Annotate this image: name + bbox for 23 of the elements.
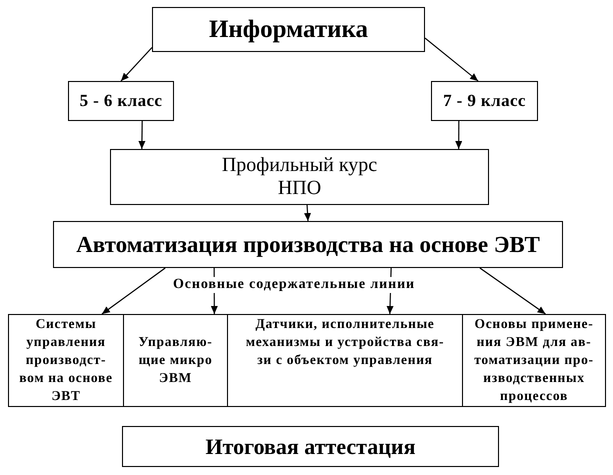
subject-title: Информатика [208, 16, 368, 44]
content-line-text: Датчики, исполнительные механизмы и устройства свя- зи с объектом управления [244, 315, 446, 369]
subject-box [152, 7, 425, 52]
topic-title: Автоматизация производства на основе ЭВТ [76, 232, 540, 258]
arrow [102, 268, 166, 314]
arrow [424, 38, 478, 82]
grade-label: 5 - 6 класс [80, 91, 162, 111]
course-label: Профильный курс НПО [220, 154, 378, 200]
arrow [304, 204, 312, 222]
arrow [120, 47, 152, 82]
grade-box [68, 81, 174, 121]
topic-box [53, 221, 563, 268]
content-line-text: Системы управления производст- вом на основе ЭВТ [18, 315, 114, 405]
arrow [455, 121, 462, 149]
assessment-box [122, 426, 499, 467]
content-line-text: Основы примене- ния ЭВМ для ав- томатизации про- изводственных процессов [473, 315, 595, 405]
assessment-label: Итоговая аттестация [206, 434, 416, 460]
arrow [480, 268, 546, 314]
course-box [110, 149, 489, 205]
grade-label: 7 - 9 класс [443, 91, 526, 111]
arrow [138, 121, 146, 149]
content-line-text: Управляю- щие микро ЭВМ [138, 333, 214, 387]
grade-box [431, 81, 538, 121]
